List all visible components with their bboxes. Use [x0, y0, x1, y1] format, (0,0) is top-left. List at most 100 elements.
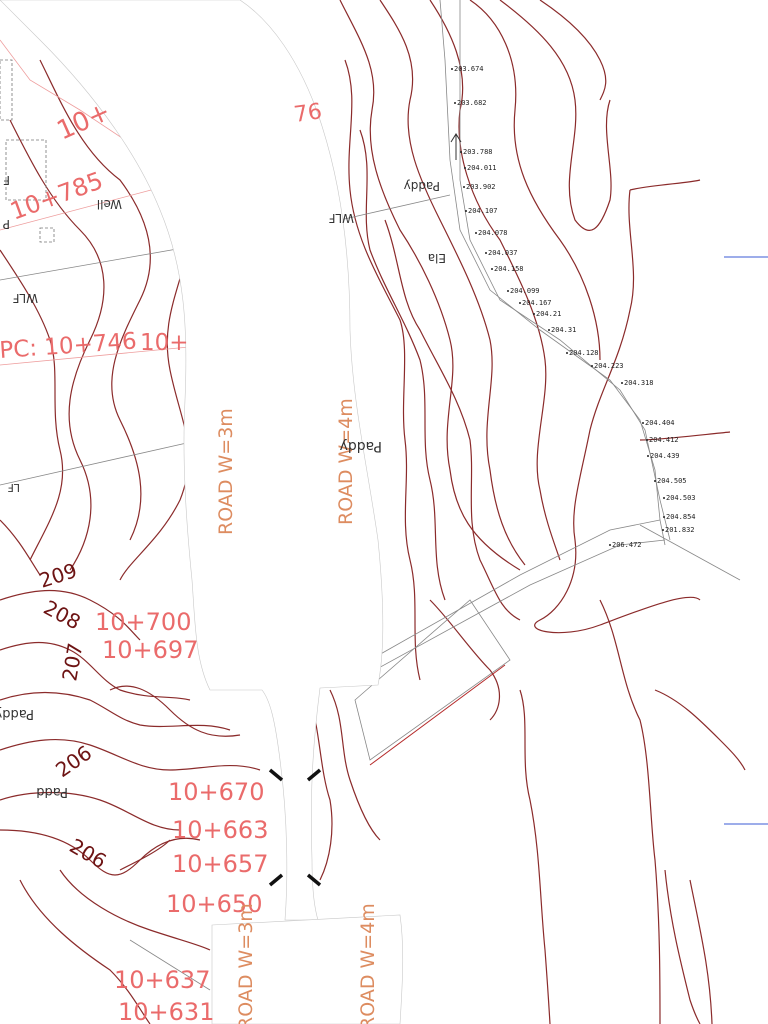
spot-level: 204.107 [468, 207, 498, 215]
contour-label: 208 [40, 595, 85, 634]
spot-dot [485, 252, 487, 254]
contour-label: 206 [66, 834, 111, 874]
spot-level: 203.674 [454, 65, 484, 73]
spot-level: 204.158 [494, 265, 524, 273]
note-lf: LF [8, 481, 20, 494]
contour-label: 207 [57, 641, 87, 683]
spot-dot [475, 232, 477, 234]
road-width-label: ROAD W=3m [235, 903, 257, 1024]
contour-line [109, 685, 241, 737]
spot-dot [491, 268, 493, 270]
note-mark: F [3, 173, 10, 187]
spot-dot [654, 480, 656, 482]
spot-level: 203.788 [463, 148, 493, 156]
chainage-label: PC: 10+746 [0, 328, 138, 364]
spot-dot [621, 382, 623, 384]
note-mark: P [3, 217, 10, 231]
chainage-label: 10+663 [172, 816, 268, 844]
contour-line [654, 689, 746, 771]
road-width-label: ROAD W=4m [335, 398, 357, 525]
contour-line [599, 599, 661, 1024]
culvert-mark [268, 768, 284, 782]
spot-level: 204.128 [569, 349, 599, 357]
spot-dot [464, 167, 466, 169]
chainage-label: 10+700 [95, 608, 191, 636]
spot-level: 204.037 [488, 249, 518, 257]
contour-line [534, 179, 701, 634]
spot-dot [454, 102, 456, 104]
spot-level: 204.078 [478, 229, 508, 237]
contour-label: 209 [36, 558, 80, 593]
spot-dot [548, 329, 550, 331]
spot-dot [533, 313, 535, 315]
sweep-line [0, 344, 211, 366]
contour-line [519, 689, 551, 1024]
drain-line [369, 664, 506, 766]
contour-line [499, 0, 612, 231]
spot-dot [519, 302, 521, 304]
road-bodies [0, 0, 404, 1024]
spot-dot [662, 529, 664, 531]
spot-dot [566, 352, 568, 354]
chainage-label: 76 [292, 99, 323, 128]
spot-dot [591, 365, 593, 367]
north-arrow-icon [450, 133, 462, 160]
road-labels: ROAD W=3m ROAD W=4m ROAD W=3m ROAD W=4m [215, 398, 379, 1024]
contour-line [359, 129, 446, 601]
contour-line [309, 699, 333, 881]
contour-line [379, 0, 526, 566]
culvert-mark [306, 768, 322, 782]
culvert-line [354, 599, 511, 761]
contour-line [429, 599, 500, 721]
contour-line [429, 0, 561, 561]
boundary-line [0, 194, 451, 486]
contour-line [329, 689, 381, 841]
spot-level: 204.099 [510, 287, 540, 295]
spot-level: 201.832 [665, 526, 695, 534]
spot-dot [463, 186, 465, 188]
chainage-label: 10+785 [6, 166, 106, 225]
contour-line [539, 0, 607, 101]
structures [0, 59, 55, 243]
spot-level: 204.505 [657, 477, 687, 485]
contour-label: 206 [51, 741, 96, 783]
culvert-mark [306, 873, 322, 887]
contour-line [9, 119, 105, 571]
culvert-markers [268, 768, 322, 887]
road-width-label: ROAD W=4m [357, 903, 379, 1024]
note-paddy: Paddy [404, 179, 440, 193]
spot-level: 204.21 [536, 310, 561, 318]
spot-level: 204.318 [624, 379, 654, 387]
red-drain-lines [369, 664, 506, 766]
contour-lines [0, 0, 746, 1024]
spot-dots [451, 68, 665, 546]
note-paddy: Paddy [340, 438, 382, 454]
spot-level: 204.503 [666, 494, 696, 502]
chainage-label: 10+697 [102, 636, 198, 664]
culvert-mark [268, 873, 284, 887]
spot-levels: 203.674 203.682 203.788 204.011 203.902 … [451, 65, 696, 549]
contour-line [0, 641, 191, 701]
spot-level: 206.472 [612, 541, 642, 549]
spot-level: 203.682 [457, 99, 487, 107]
contour-line [59, 869, 211, 951]
spot-level: 204.439 [650, 452, 680, 460]
culvert-line [369, 519, 666, 671]
spot-level: 204.854 [666, 513, 696, 521]
survey-notes: WLF WLF LF Well Ela Paddy Paddy Paddy Pa… [0, 133, 462, 799]
spot-dot [642, 422, 644, 424]
road-width-label: ROAD W=3m [215, 408, 237, 535]
contour-line [469, 0, 601, 361]
road-edge-survey [459, 0, 671, 541]
note-well: Well [97, 197, 122, 211]
spot-level: 204.011 [467, 164, 497, 172]
contour-line [0, 590, 141, 641]
chainage-label: 10+ [140, 330, 189, 356]
structure-box [0, 59, 13, 121]
structure-box [39, 227, 55, 243]
spot-dot [647, 455, 649, 457]
spot-dot [663, 497, 665, 499]
road-centerline-survey [439, 0, 666, 546]
contour-line [689, 879, 713, 1024]
